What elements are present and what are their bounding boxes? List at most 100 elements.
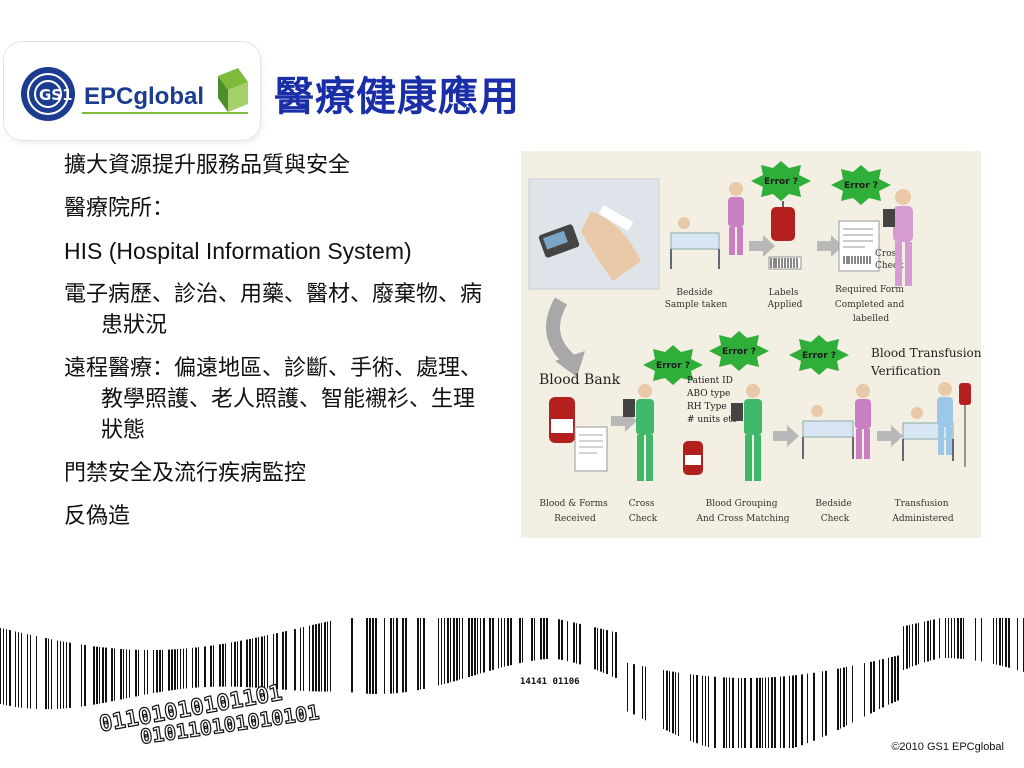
barcode-bar [204, 646, 206, 688]
barcode-bar [732, 677, 734, 748]
barcode-bar [45, 638, 47, 710]
barcode-bar [453, 618, 455, 682]
svg-text:Required Form Completed: Required Form Completed and labelled [835, 285, 907, 324]
barcode-bar [375, 618, 377, 694]
caption-bedside-check-2: Check [821, 514, 850, 524]
barcode-bar [447, 618, 449, 684]
barcode-bar [195, 647, 197, 688]
barcode-bar [105, 647, 107, 703]
nurse-figure-icon [728, 182, 744, 255]
barcode-bar [807, 673, 808, 744]
barcode-bar [510, 618, 512, 666]
svg-text:Cross Check: Cross Check [875, 249, 904, 271]
barcode-bar [444, 618, 445, 684]
barcode-bar [579, 623, 581, 665]
caption-bedside-check-1: Bedside [815, 499, 851, 509]
barcode-bar [690, 674, 691, 741]
barcode-bar [162, 649, 163, 692]
barcode-bar [933, 619, 935, 660]
barcode-bar [993, 618, 994, 665]
barcode-bar [744, 677, 746, 748]
caption-required-form-3: labelled [853, 314, 889, 324]
barcode-bar [960, 618, 962, 659]
barcode-bar [645, 666, 646, 721]
cross-check-form-1: Cross [875, 249, 901, 259]
barcode-bar [669, 671, 670, 732]
bullet-item-telemedicine: 遠程醫療：偏遠地區、診斷、手術、處理、教學照護、老人照護、智能襯衫、生理狀態 [64, 356, 483, 443]
barcode-bar [276, 633, 278, 690]
svg-text:Bedside Sample taken: Bedside Sample taken [665, 288, 728, 310]
barcode-bar [768, 677, 769, 748]
nurse-tablet-figure-icon [883, 189, 913, 286]
barcode-bar [222, 643, 224, 687]
barcode-bar [480, 618, 481, 674]
epc-cube-icon [218, 68, 248, 112]
barcode-bar [1008, 618, 1010, 668]
barcode-bar [498, 618, 499, 669]
barcode-bar [450, 618, 451, 683]
caption-required-form-2: Completed and [835, 300, 905, 310]
barcode-bar [951, 618, 952, 659]
blood-bag-icon [768, 201, 802, 270]
barcode-bar [372, 618, 374, 694]
barcode-bar [765, 677, 766, 748]
doctor-figure-icon [937, 382, 953, 455]
cross-check-form-2: Check [875, 261, 904, 271]
barcode-bar [501, 618, 502, 668]
barcode-bar [879, 659, 880, 709]
barcode-bar [369, 618, 371, 694]
barcode-bar [522, 618, 523, 663]
barcode-bar [324, 622, 326, 692]
barcode-bar [507, 618, 509, 666]
barcode-bar [543, 618, 545, 660]
barcode-bar [144, 649, 145, 695]
svg-text:Bedside Check: Bedside Check [815, 499, 854, 524]
barcode-bar [234, 641, 236, 687]
barcode-bar [780, 676, 781, 748]
bullet-item-hospitals: 醫療院所： [64, 196, 175, 221]
transfusion-bed-icon [902, 383, 971, 467]
barcode-bar [822, 671, 823, 737]
barcode-bar [18, 632, 19, 708]
barcode-bar [792, 675, 794, 748]
bullet-item-ehr: 電子病歷、診治、用藥、醫材、廢棄物、病患狀況 [64, 282, 483, 338]
barcode-bar [930, 620, 931, 661]
barcode-bar [21, 632, 22, 708]
barcode-bar [156, 649, 158, 693]
barcode-bar [678, 672, 679, 736]
verification-title-2: Verification [870, 364, 941, 378]
barcode-bar [315, 624, 317, 692]
blood-bank-bag-icon [549, 397, 608, 472]
caption-blood-grouping-2: And Cross Matching [695, 514, 789, 524]
barcode-bar [963, 618, 964, 660]
barcode-bar [423, 618, 425, 689]
barcode-bar [366, 618, 368, 694]
caption-transfusion-1: Transfusion [895, 499, 949, 509]
barcode-bar [534, 618, 535, 661]
barcode-bar [255, 637, 257, 688]
barcode-bar [708, 676, 709, 748]
barcode-bar [9, 630, 11, 706]
bullet-list: 擴大資源提升服務品質與安全 醫療院所： HIS (Hospital Inform… [64, 150, 484, 544]
barcode-bar [762, 677, 763, 748]
barcode-bar [240, 640, 242, 687]
barcode-bar [225, 643, 226, 687]
error-badge-4-label: Error ? [722, 347, 756, 357]
barcode-bar [456, 618, 458, 681]
barcode-bar [171, 649, 173, 691]
barcode-bar [93, 646, 95, 705]
barcode-bar [264, 635, 265, 689]
barcode-bar [402, 618, 404, 693]
barcode-bar [198, 647, 199, 688]
barcode-bar [693, 674, 694, 743]
barcode-bar [714, 676, 716, 748]
barcode-bar [237, 641, 238, 687]
page-title: 醫療健康應用 [274, 73, 520, 120]
barcode-bar [96, 646, 98, 705]
barcode-bar [405, 618, 407, 693]
barcode-bar [129, 649, 130, 698]
barcode-bar [882, 659, 884, 708]
blood-grouping-bag-icon [683, 441, 703, 475]
caption-cross-check-1: Cross [629, 499, 655, 509]
barcode-bar [606, 630, 608, 675]
